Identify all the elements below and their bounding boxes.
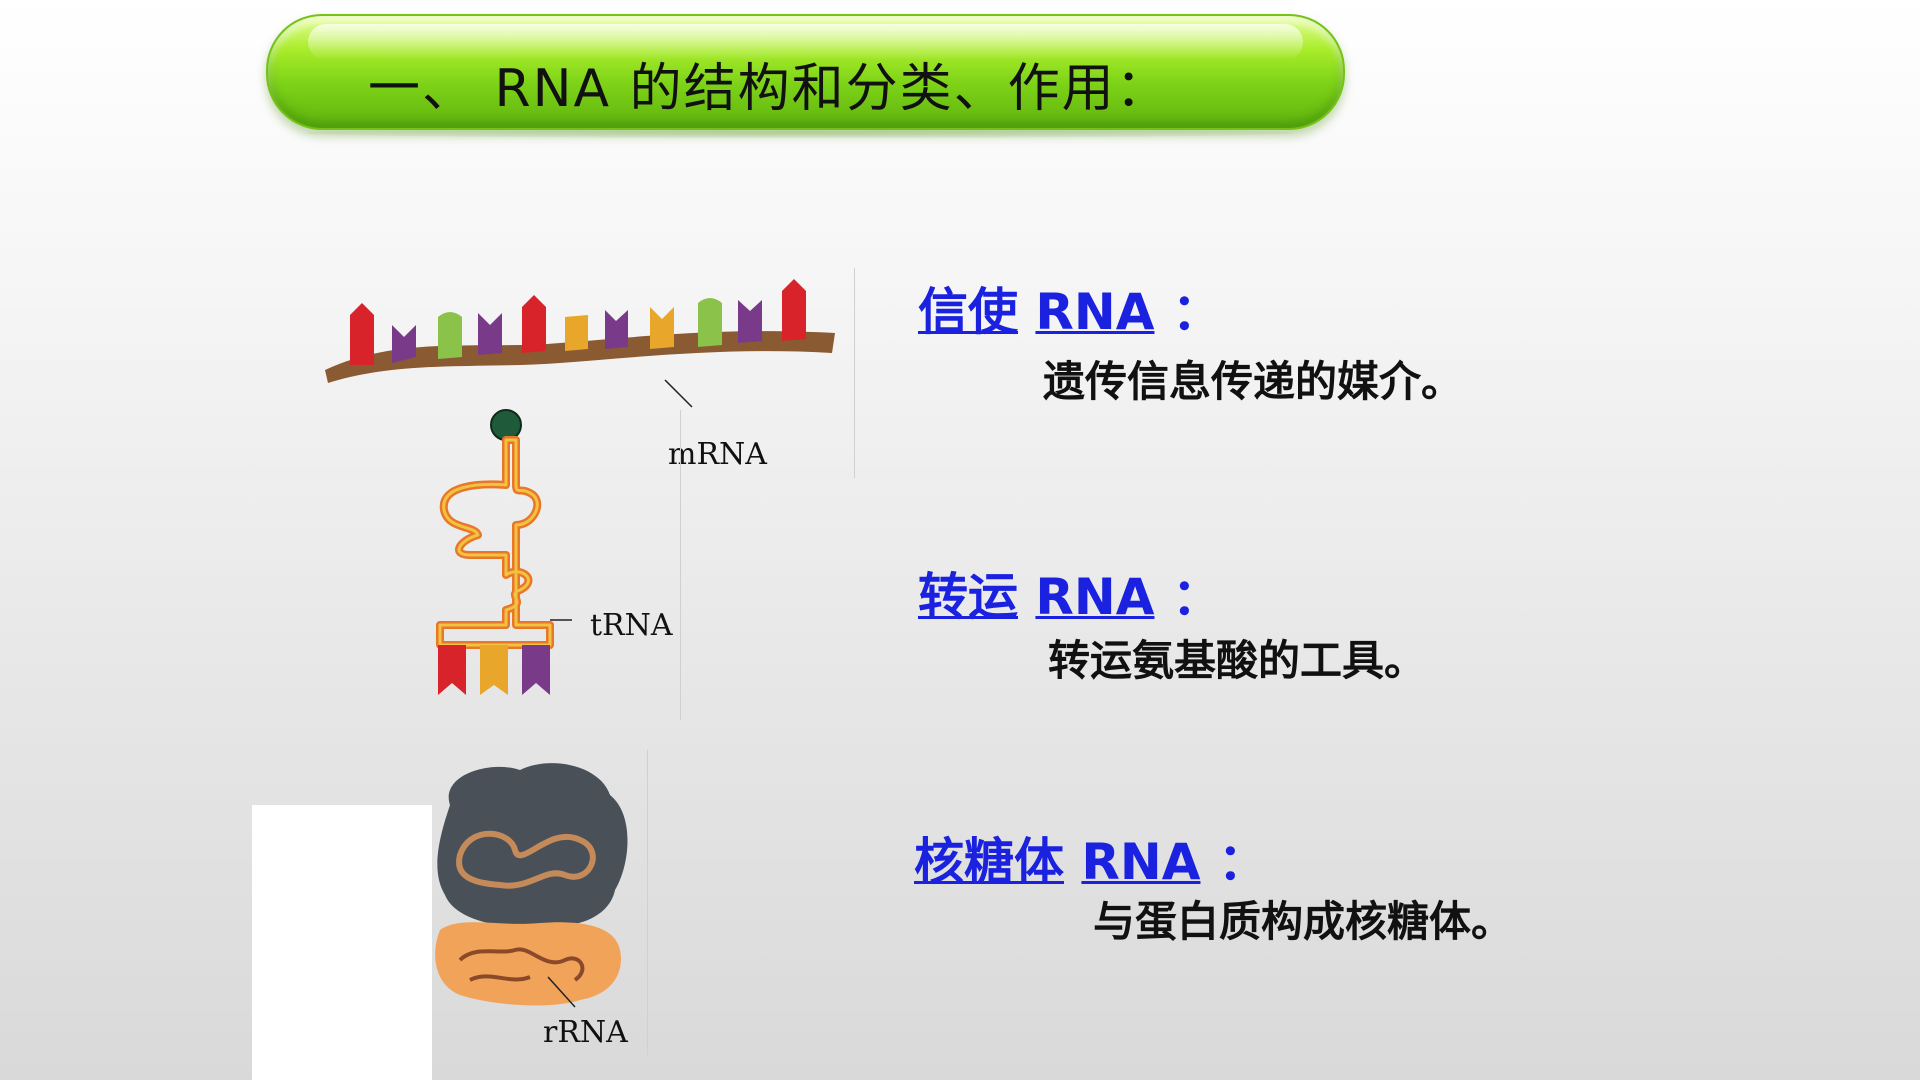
item-desc-trna: 转运氨基酸的工具。 [1048,636,1427,685]
mrna-figure [320,265,840,475]
rrna-illustration [435,763,628,1008]
page-title: 一、 RNA 的结构和分类、作用： [368,59,1170,119]
item-name-trna: 转运 [918,568,1018,626]
trna-figure-divider [680,410,681,720]
title-banner-shadow [305,128,1295,138]
item-colon-mrna: ： [1171,283,1222,341]
trna-figure [420,405,680,705]
rrna-pointer-line [547,976,576,1008]
mrna-illustration [325,279,835,408]
rrna-figure-divider [647,750,648,1055]
item-heading-mrna: 信使 RNA ： [918,272,1222,344]
item-abbr-rrna: RNA [1081,833,1201,891]
item-heading-rrna: 核糖体 RNA ： [914,822,1268,894]
title-banner: 一、 RNA 的结构和分类、作用： [266,14,1345,130]
mrna-pointer-line [664,379,693,408]
blank-panel [252,805,432,1080]
item-desc-mrna: 遗传信息传递的媒介。 [1043,357,1464,406]
mrna-figure-divider [854,268,855,478]
mrna-bases [350,279,806,365]
item-heading-trna: 转运 RNA ： [918,557,1222,629]
trna-label: tRNA [590,608,673,643]
rrna-label: rRNA [543,1015,628,1050]
item-name-rrna: 核糖体 [914,833,1064,891]
item-abbr-mrna: RNA [1035,283,1155,341]
trna-cloverleaf [436,436,554,649]
trna-anticodon-bases [438,645,550,695]
rrna-small-subunit [435,922,621,1006]
item-desc-rrna: 与蛋白质构成核糖体。 [1093,897,1514,946]
rrna-large-subunit-fold [456,830,596,889]
item-colon-trna: ： [1171,568,1222,626]
item-name-mrna: 信使 [918,283,1018,341]
trna-amino-acid [490,409,522,441]
trna-illustration [436,409,572,695]
rrna-figure [430,755,650,1055]
item-abbr-trna: RNA [1035,568,1155,626]
item-colon-rrna: ： [1217,833,1268,891]
title-banner-shine [308,24,1303,60]
mrna-label: mRNA [668,437,767,472]
rrna-small-subunit-fold [458,947,585,982]
